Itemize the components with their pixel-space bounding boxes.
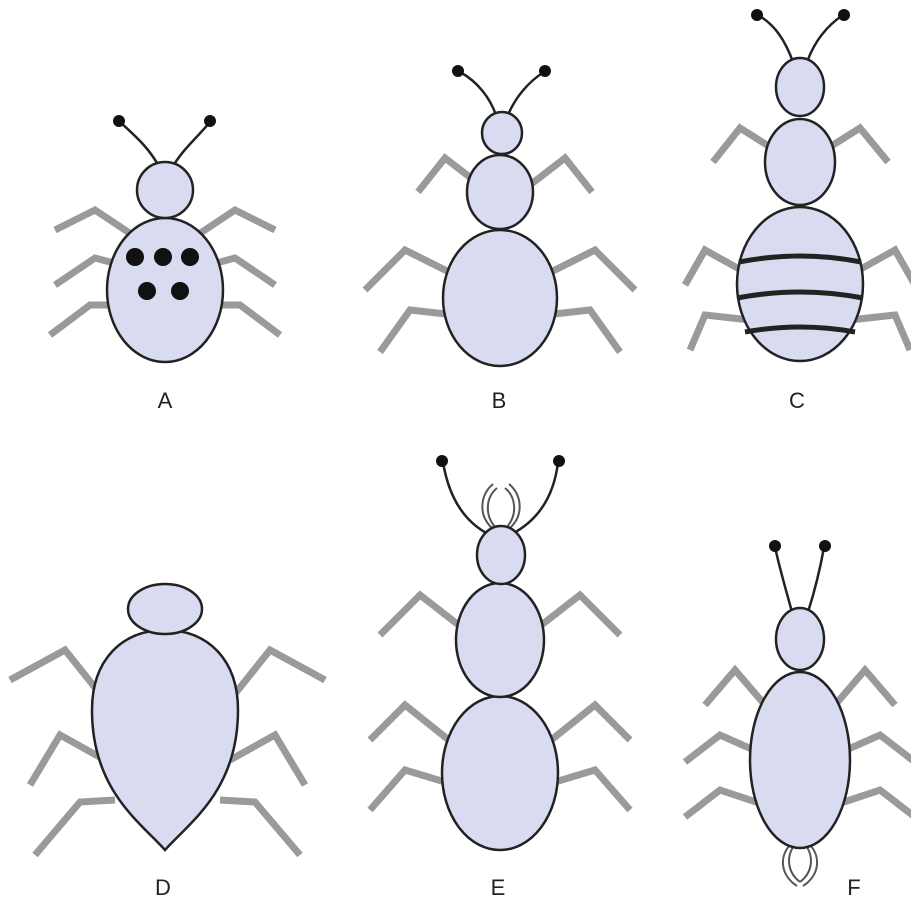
insect-f-antenna-tip-right [819, 540, 831, 552]
insect-b-head [482, 112, 522, 154]
insect-b-abdomen [443, 230, 557, 366]
insect-e-antenna-tip-right [553, 455, 565, 467]
insect-c-antenna-left [758, 15, 793, 62]
insect-c-antenna-tip-left [751, 9, 763, 21]
insect-f-antenna-tip-left [769, 540, 781, 552]
insect-c-thorax [765, 119, 835, 205]
insect-d-label: D [155, 875, 171, 900]
insect-c-head [776, 58, 824, 116]
insect-e-pincers [482, 484, 519, 528]
insect-c-antenna-right [807, 15, 843, 62]
insect-c: C [685, 9, 911, 413]
insect-b-antenna-tip-right [539, 65, 551, 77]
insect-a-label: A [158, 388, 173, 413]
insect-e-antenna-right [510, 462, 558, 535]
insect-b: B [365, 65, 635, 413]
insect-a-antenna-tip-right [204, 115, 216, 127]
insect-a-antenna-right [172, 122, 210, 168]
insect-f: F [685, 540, 911, 900]
insect-e-label: E [491, 875, 506, 900]
insect-b-thorax [467, 155, 533, 229]
insect-c-antenna-tip-right [838, 9, 850, 21]
insect-a-antenna-tip-left [113, 115, 125, 127]
insect-e-head [477, 526, 525, 584]
insect-e-abdomen [442, 696, 558, 850]
insect-b-label: B [492, 388, 507, 413]
insect-c-label: C [789, 388, 805, 413]
insect-e: E [370, 455, 630, 900]
insect-f-label: F [847, 875, 860, 900]
insect-e-antenna-tip-left [436, 455, 448, 467]
insect-a-head [137, 162, 193, 218]
insect-f-abdomen [750, 672, 850, 848]
insect-d-abdomen [92, 630, 238, 850]
insect-a-abdomen [107, 218, 223, 362]
insect-b-antenna-left [460, 72, 496, 115]
insect-a: A [50, 115, 280, 413]
insect-b-antenna-tip-left [452, 65, 464, 77]
insect-e-thorax [456, 583, 544, 697]
insect-c-abdomen [737, 207, 863, 361]
insect-f-head [776, 608, 824, 670]
insect-a-antenna-left [120, 122, 160, 168]
insect-d: D [10, 584, 325, 900]
insect-b-antenna-right [508, 72, 544, 115]
insect-f-antenna-right [808, 547, 824, 612]
insect-f-antenna-left [775, 547, 792, 612]
insect-d-head [128, 584, 202, 634]
